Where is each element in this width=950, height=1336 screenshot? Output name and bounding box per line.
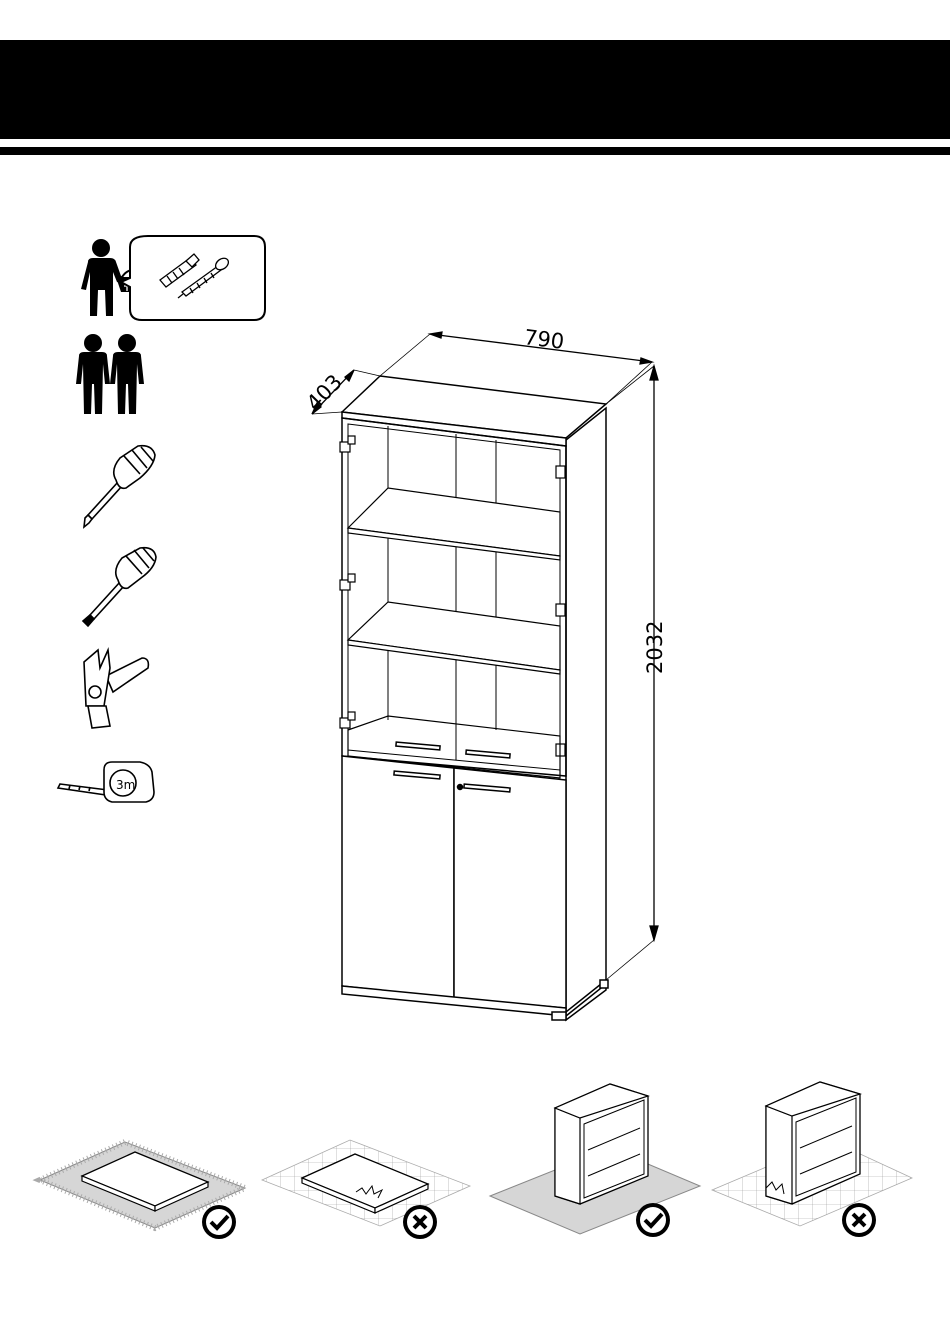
cross-circle-icon	[842, 1203, 876, 1237]
cabinet-on-floor-scene	[712, 1082, 912, 1237]
width-dimension: 790	[523, 325, 566, 354]
cross-circle-icon	[403, 1205, 437, 1239]
hammer-icon	[84, 650, 148, 728]
hardware-not-included-icon	[81, 236, 265, 320]
tape-measure-icon: 3m	[58, 762, 154, 802]
cabinet-on-mat-scene	[490, 1084, 700, 1237]
panel-on-floor-scene	[262, 1140, 470, 1239]
check-circle-icon	[636, 1203, 670, 1237]
height-dimension: 2032	[643, 621, 667, 674]
cabinet-illustration	[340, 376, 608, 1020]
phillips-screwdriver-icon	[84, 446, 155, 527]
panel-on-mat-scene	[40, 1142, 245, 1239]
flat-screwdriver-icon	[83, 548, 156, 626]
two-people-icon	[76, 334, 144, 414]
depth-dimension: 403	[302, 370, 347, 416]
tape-length-label: 3m	[116, 778, 135, 792]
check-circle-icon	[202, 1205, 236, 1239]
